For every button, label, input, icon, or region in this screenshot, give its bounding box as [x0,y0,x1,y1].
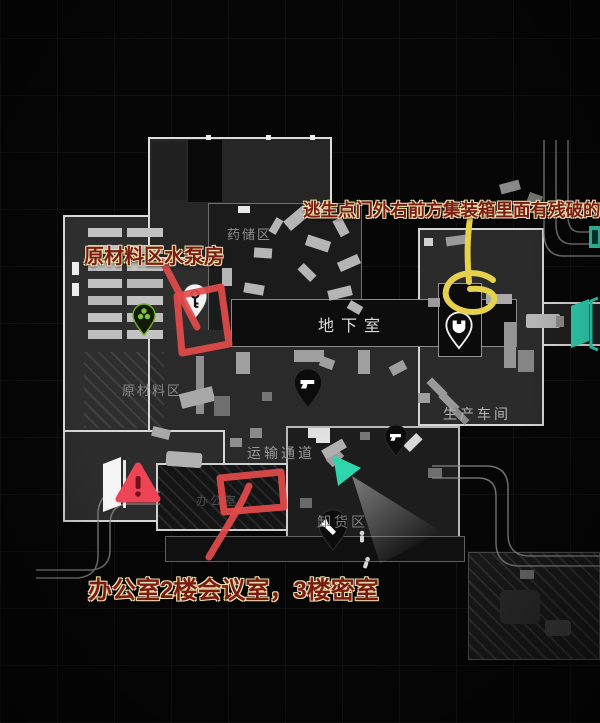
note-water-pump: 原材料区水泵房 [84,246,224,268]
note-container-tip: 逃生点门外右前方集装箱里面有残破的 [303,200,600,220]
note-office-secret: 办公室2楼会议室，3楼密室 [88,577,379,604]
